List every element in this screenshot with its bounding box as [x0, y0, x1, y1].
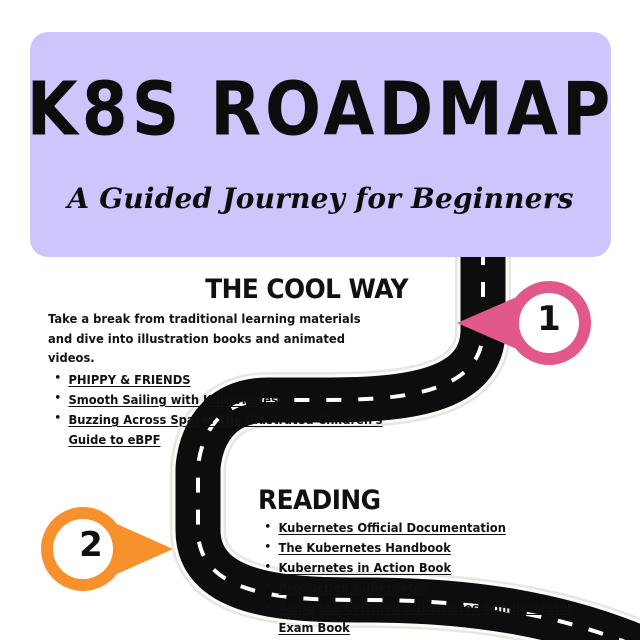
- title-banner: K8S ROADMAP A Guided Journey for Beginne…: [27, 32, 611, 257]
- list-item[interactable]: PHIPPY & FRIENDS: [48, 369, 383, 390]
- list-item[interactable]: Production Kubernetes: [258, 578, 602, 598]
- section-cool-way-list: PHIPPY & FRIENDS Smooth Sailing with Kub…: [48, 369, 408, 450]
- list-item[interactable]: Acing the Certified Kubernetes Administr…: [258, 598, 602, 638]
- section-cool-way: THE COOL WAY Take a break from tradition…: [48, 274, 409, 450]
- step-marker-2[interactable]: 2: [25, 494, 175, 604]
- resource-link[interactable]: Production Kubernetes: [278, 580, 429, 596]
- section-cool-way-intro: Take a break from traditional learning m…: [48, 311, 361, 366]
- resource-link[interactable]: Buzzing Across Space: The Illustrated Ch…: [68, 411, 383, 448]
- resource-link[interactable]: Kubernetes in Action Book: [278, 560, 452, 576]
- section-reading: READING Kubernetes Official Documentatio…: [258, 485, 628, 639]
- resource-link[interactable]: Kubernetes Official Documentation: [278, 520, 506, 535]
- list-item[interactable]: Kubernetes Official Documentation: [258, 517, 602, 538]
- list-item[interactable]: Buzzing Across Space: The Illustrated Ch…: [48, 409, 383, 450]
- section-reading-list: Kubernetes Official Documentation The Ku…: [258, 517, 628, 639]
- resource-link[interactable]: The Kubernetes Handbook: [278, 540, 451, 556]
- page-title: K8S ROADMAP: [26, 65, 615, 153]
- resource-link[interactable]: Acing the Certified Kubernetes Administr…: [278, 600, 574, 636]
- list-item[interactable]: Smooth Sailing with Kubernetes: [48, 389, 383, 410]
- step-marker-1-number: 1: [537, 299, 561, 339]
- step-marker-2-number: 2: [79, 525, 103, 565]
- section-reading-title: READING: [258, 485, 381, 516]
- resource-link[interactable]: PHIPPY & FRIENDS: [68, 371, 191, 387]
- page-subtitle: A Guided Journey for Beginners: [67, 181, 574, 215]
- list-item[interactable]: The Kubernetes Handbook: [258, 538, 602, 558]
- section-cool-way-title: THE COOL WAY: [205, 274, 408, 305]
- step-marker-1[interactable]: 1: [455, 268, 605, 378]
- list-item[interactable]: Kubernetes in Action Book: [258, 558, 602, 578]
- resource-link[interactable]: Smooth Sailing with Kubernetes: [68, 391, 278, 407]
- map-pin-icon: [41, 507, 173, 591]
